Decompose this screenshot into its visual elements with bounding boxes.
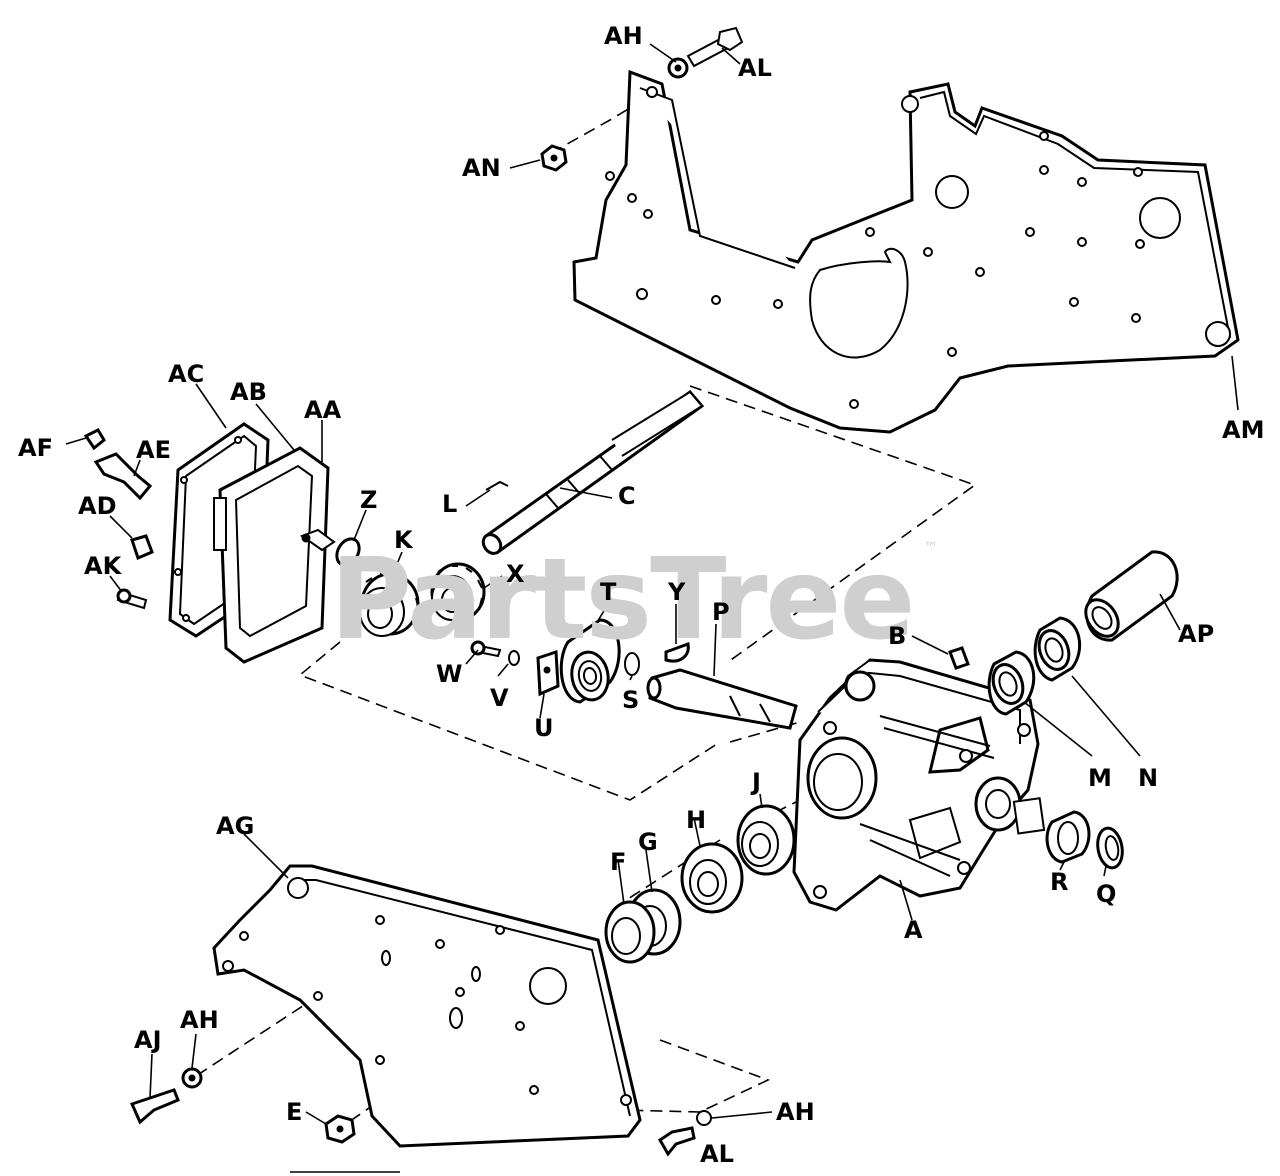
leader-lines bbox=[65, 43, 1239, 1125]
bushing-m bbox=[987, 650, 1036, 716]
washer-ah-top bbox=[667, 57, 689, 79]
ring-f bbox=[604, 900, 656, 964]
screw-w bbox=[470, 640, 502, 658]
label-aa: AA bbox=[304, 396, 342, 424]
label-al-bottom: AL bbox=[700, 1140, 734, 1168]
needle-bearing-r bbox=[1045, 810, 1091, 864]
label-p: P bbox=[712, 598, 730, 626]
label-ad: AD bbox=[78, 492, 117, 520]
mounting-plate-ag bbox=[212, 864, 642, 1148]
sleeve-ap bbox=[1084, 550, 1179, 642]
bearing-h bbox=[680, 842, 744, 914]
label-g: G bbox=[638, 828, 658, 856]
label-j: J bbox=[750, 768, 761, 796]
snap-ring-q bbox=[1096, 826, 1124, 870]
bolt-aj bbox=[129, 1088, 180, 1125]
bolt-al-bottom bbox=[658, 1126, 696, 1157]
gear-housing-a bbox=[792, 658, 1046, 912]
elbow-ae bbox=[93, 452, 153, 501]
label-q: Q bbox=[1096, 880, 1116, 908]
label-c: C bbox=[618, 482, 636, 510]
label-ah-top: AH bbox=[604, 22, 643, 50]
plate-u bbox=[536, 649, 560, 697]
label-ac: AC bbox=[168, 360, 204, 388]
part-labels: AH AL AN AM AC AB AA AF AE AD AK Z K L C… bbox=[18, 22, 1264, 1168]
label-w: W bbox=[436, 660, 462, 688]
label-h: H bbox=[686, 806, 706, 834]
label-ae: AE bbox=[136, 436, 171, 464]
label-aj: AJ bbox=[134, 1026, 162, 1054]
key-y bbox=[664, 641, 690, 663]
label-n: N bbox=[1138, 764, 1158, 792]
screw-ak bbox=[116, 588, 148, 610]
watermark-trademark: ™ bbox=[924, 540, 938, 556]
gear-k bbox=[359, 571, 420, 637]
bearing-j bbox=[736, 804, 796, 876]
washer-ah-bottom bbox=[696, 1110, 712, 1126]
label-ah-left: AH bbox=[180, 1006, 219, 1034]
nut-e bbox=[324, 1114, 356, 1144]
label-af: AF bbox=[18, 434, 53, 462]
label-am: AM bbox=[1222, 416, 1264, 444]
ring-s bbox=[624, 652, 640, 676]
label-v: V bbox=[490, 684, 509, 712]
label-ap: AP bbox=[1178, 620, 1214, 648]
shaft-c bbox=[481, 389, 705, 555]
plug-ad bbox=[130, 534, 154, 561]
label-f: F bbox=[610, 848, 626, 876]
label-ak: AK bbox=[84, 552, 123, 580]
label-l: L bbox=[442, 490, 457, 518]
bushing-n bbox=[1033, 616, 1082, 682]
gasket-aa bbox=[299, 528, 336, 552]
label-y: Y bbox=[667, 578, 686, 606]
bearing-t bbox=[559, 618, 621, 704]
fitting-af bbox=[83, 428, 106, 451]
watermark-text: PartsTree bbox=[330, 535, 913, 665]
label-a: A bbox=[904, 916, 923, 944]
gear-x bbox=[430, 562, 486, 622]
label-t: T bbox=[600, 578, 617, 606]
key-l bbox=[485, 480, 509, 491]
label-ab: AB bbox=[230, 378, 267, 406]
label-r: R bbox=[1050, 868, 1068, 896]
washer-ah-left bbox=[181, 1067, 203, 1089]
label-k: K bbox=[394, 526, 414, 554]
label-an: AN bbox=[462, 154, 501, 182]
fitting-b bbox=[948, 646, 970, 670]
label-z: Z bbox=[360, 486, 377, 514]
label-x: X bbox=[506, 560, 525, 588]
washer-z bbox=[335, 537, 361, 567]
label-ah-bottom: AH bbox=[776, 1098, 815, 1126]
label-b: B bbox=[888, 622, 906, 650]
label-ag: AG bbox=[216, 812, 254, 840]
nut-an bbox=[540, 144, 568, 172]
mounting-plate-am bbox=[572, 69, 1240, 434]
gasket-ab bbox=[213, 446, 330, 664]
label-al-top: AL bbox=[738, 54, 772, 82]
label-u: U bbox=[534, 714, 554, 742]
bolt-al-top bbox=[686, 26, 744, 68]
washer-v bbox=[508, 650, 520, 666]
label-s: S bbox=[622, 686, 639, 714]
label-e: E bbox=[286, 1098, 302, 1126]
label-m: M bbox=[1088, 764, 1112, 792]
shaft-p bbox=[646, 668, 798, 730]
